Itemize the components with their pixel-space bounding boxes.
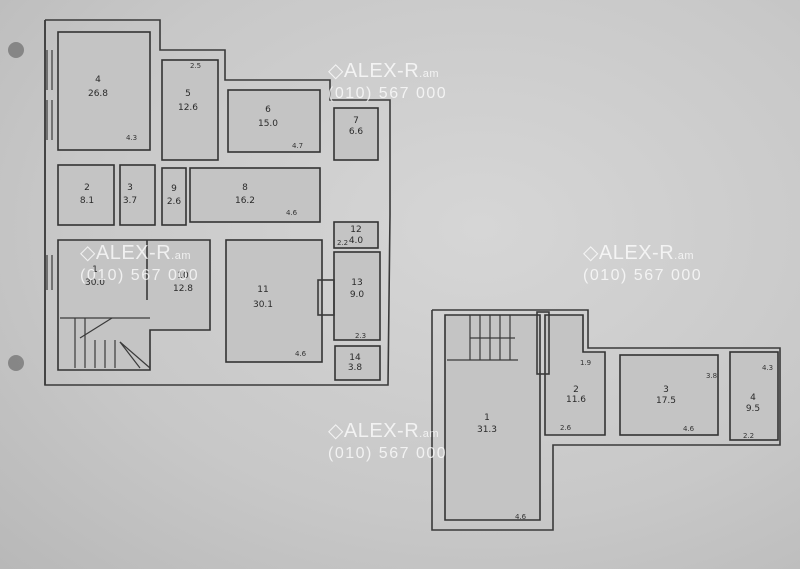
watermark: ◇ALEX-R.am (010) 567 000 bbox=[328, 58, 447, 103]
room-area: 9.0 bbox=[350, 290, 365, 300]
room-label: 13 bbox=[351, 278, 362, 288]
watermark-phone: (010) 567 000 bbox=[328, 85, 448, 102]
room-area: 9.5 bbox=[746, 404, 760, 414]
watermark-phone: (010) 567 000 bbox=[328, 445, 448, 462]
room-area: 30.1 bbox=[253, 300, 273, 310]
dimension: 4.3 bbox=[762, 364, 773, 372]
watermark: ◇ALEX-R.am (010) 567 000 bbox=[80, 240, 199, 285]
floor-2-plan: 1 31.3 2 11.6 3 17.5 4 9.5 4.6 4.6 2.2 2… bbox=[431, 309, 781, 531]
room-label: 8 bbox=[242, 183, 248, 193]
room-label: 12 bbox=[350, 225, 361, 235]
room-9 bbox=[161, 167, 187, 226]
watermark-suffix: .am bbox=[419, 428, 439, 440]
room-label: 10 bbox=[177, 271, 189, 281]
room-14 bbox=[334, 345, 381, 381]
room-area: 26.8 bbox=[88, 89, 108, 99]
dimension: 1.9 bbox=[580, 359, 591, 367]
room-label: 4 bbox=[95, 75, 101, 85]
dimension: 4.7 bbox=[292, 142, 303, 150]
dimension: 2.5 bbox=[190, 62, 201, 70]
room-area: 3.8 bbox=[348, 363, 363, 373]
dimension: 4.6 bbox=[683, 425, 695, 433]
room-label: 3 bbox=[663, 385, 669, 395]
watermark-brand: ALEX-R bbox=[343, 60, 420, 82]
watermark-logo-icon: ◇ bbox=[80, 242, 96, 264]
staircase bbox=[60, 317, 151, 369]
room-label: 1 bbox=[484, 413, 490, 423]
floor-1-plan: 4 26.8 5 12.6 6 15.0 7 6.6 2 8.1 3 3.7 9… bbox=[44, 19, 391, 386]
room-13 bbox=[333, 251, 381, 341]
room-label: 6 bbox=[265, 105, 271, 115]
room-label: 2 bbox=[573, 385, 579, 395]
staircase bbox=[447, 315, 518, 361]
room-area: 12.6 bbox=[178, 103, 198, 113]
room-area: 17.5 bbox=[656, 396, 676, 406]
room-area: 15.0 bbox=[258, 119, 278, 129]
dimension: 3.8 bbox=[706, 372, 717, 380]
room-area: 8.1 bbox=[80, 196, 94, 206]
room-label: 5 bbox=[185, 89, 191, 99]
room-area: 16.2 bbox=[235, 196, 255, 206]
room-area: 6.6 bbox=[349, 127, 364, 137]
room-5 bbox=[161, 59, 219, 161]
room-area: 3.7 bbox=[123, 196, 137, 206]
watermark-suffix: .am bbox=[171, 250, 191, 262]
watermark: ◇ALEX-R.am (010) 567 000 bbox=[583, 240, 702, 285]
punch-hole bbox=[8, 42, 24, 58]
dimension: 2.6 bbox=[560, 424, 572, 432]
room-area: 2.6 bbox=[167, 197, 182, 207]
watermark: ◇ALEX-R.am (010) 567 000 bbox=[328, 418, 447, 463]
room-area: 30.0 bbox=[85, 278, 105, 288]
room-2 bbox=[57, 164, 115, 226]
room-3 bbox=[119, 164, 156, 226]
room-label: 14 bbox=[349, 353, 361, 363]
punch-hole bbox=[8, 355, 24, 371]
room-4 bbox=[729, 351, 779, 441]
watermark-brand: ALEX-R bbox=[95, 242, 172, 264]
room-area: 4.0 bbox=[349, 236, 364, 246]
dimension: 4.6 bbox=[515, 513, 527, 521]
room-1-10 bbox=[57, 239, 211, 371]
room-12 bbox=[333, 221, 379, 249]
watermark-suffix: .am bbox=[674, 250, 694, 262]
room-8 bbox=[189, 167, 321, 223]
room-label: 7 bbox=[353, 116, 359, 126]
dimension: 4.6 bbox=[295, 350, 307, 358]
room-11 bbox=[225, 239, 323, 363]
dimension: 4.6 bbox=[286, 209, 298, 217]
room-label: 1 bbox=[92, 265, 98, 275]
watermark-suffix: .am bbox=[419, 68, 439, 80]
dimension: 2.2 bbox=[743, 432, 754, 440]
room-area: 31.3 bbox=[477, 425, 497, 435]
dimension: 4.3 bbox=[126, 134, 137, 142]
room-label: 3 bbox=[127, 183, 133, 193]
room-label: 11 bbox=[257, 285, 268, 295]
watermark-brand: ALEX-R bbox=[343, 420, 420, 442]
room-1 bbox=[444, 314, 541, 521]
watermark-logo-icon: ◇ bbox=[328, 420, 344, 442]
room-7 bbox=[333, 107, 379, 161]
dimension: 2.2 bbox=[337, 239, 348, 247]
watermark-logo-icon: ◇ bbox=[583, 242, 599, 264]
room-3 bbox=[619, 354, 719, 436]
dimension: 2.3 bbox=[355, 332, 366, 340]
room-4 bbox=[57, 31, 151, 151]
room-area: 12.8 bbox=[173, 284, 193, 294]
room-6 bbox=[227, 89, 321, 153]
room-label: 2 bbox=[84, 183, 90, 193]
room-area: 11.6 bbox=[566, 395, 586, 405]
watermark-phone: (010) 567 000 bbox=[80, 267, 200, 284]
watermark-logo-icon: ◇ bbox=[328, 60, 344, 82]
room-label: 9 bbox=[171, 184, 177, 194]
watermark-phone: (010) 567 000 bbox=[583, 267, 703, 284]
room-2 bbox=[544, 314, 606, 436]
room-label: 4 bbox=[750, 393, 756, 403]
watermark-brand: ALEX-R bbox=[598, 242, 675, 264]
